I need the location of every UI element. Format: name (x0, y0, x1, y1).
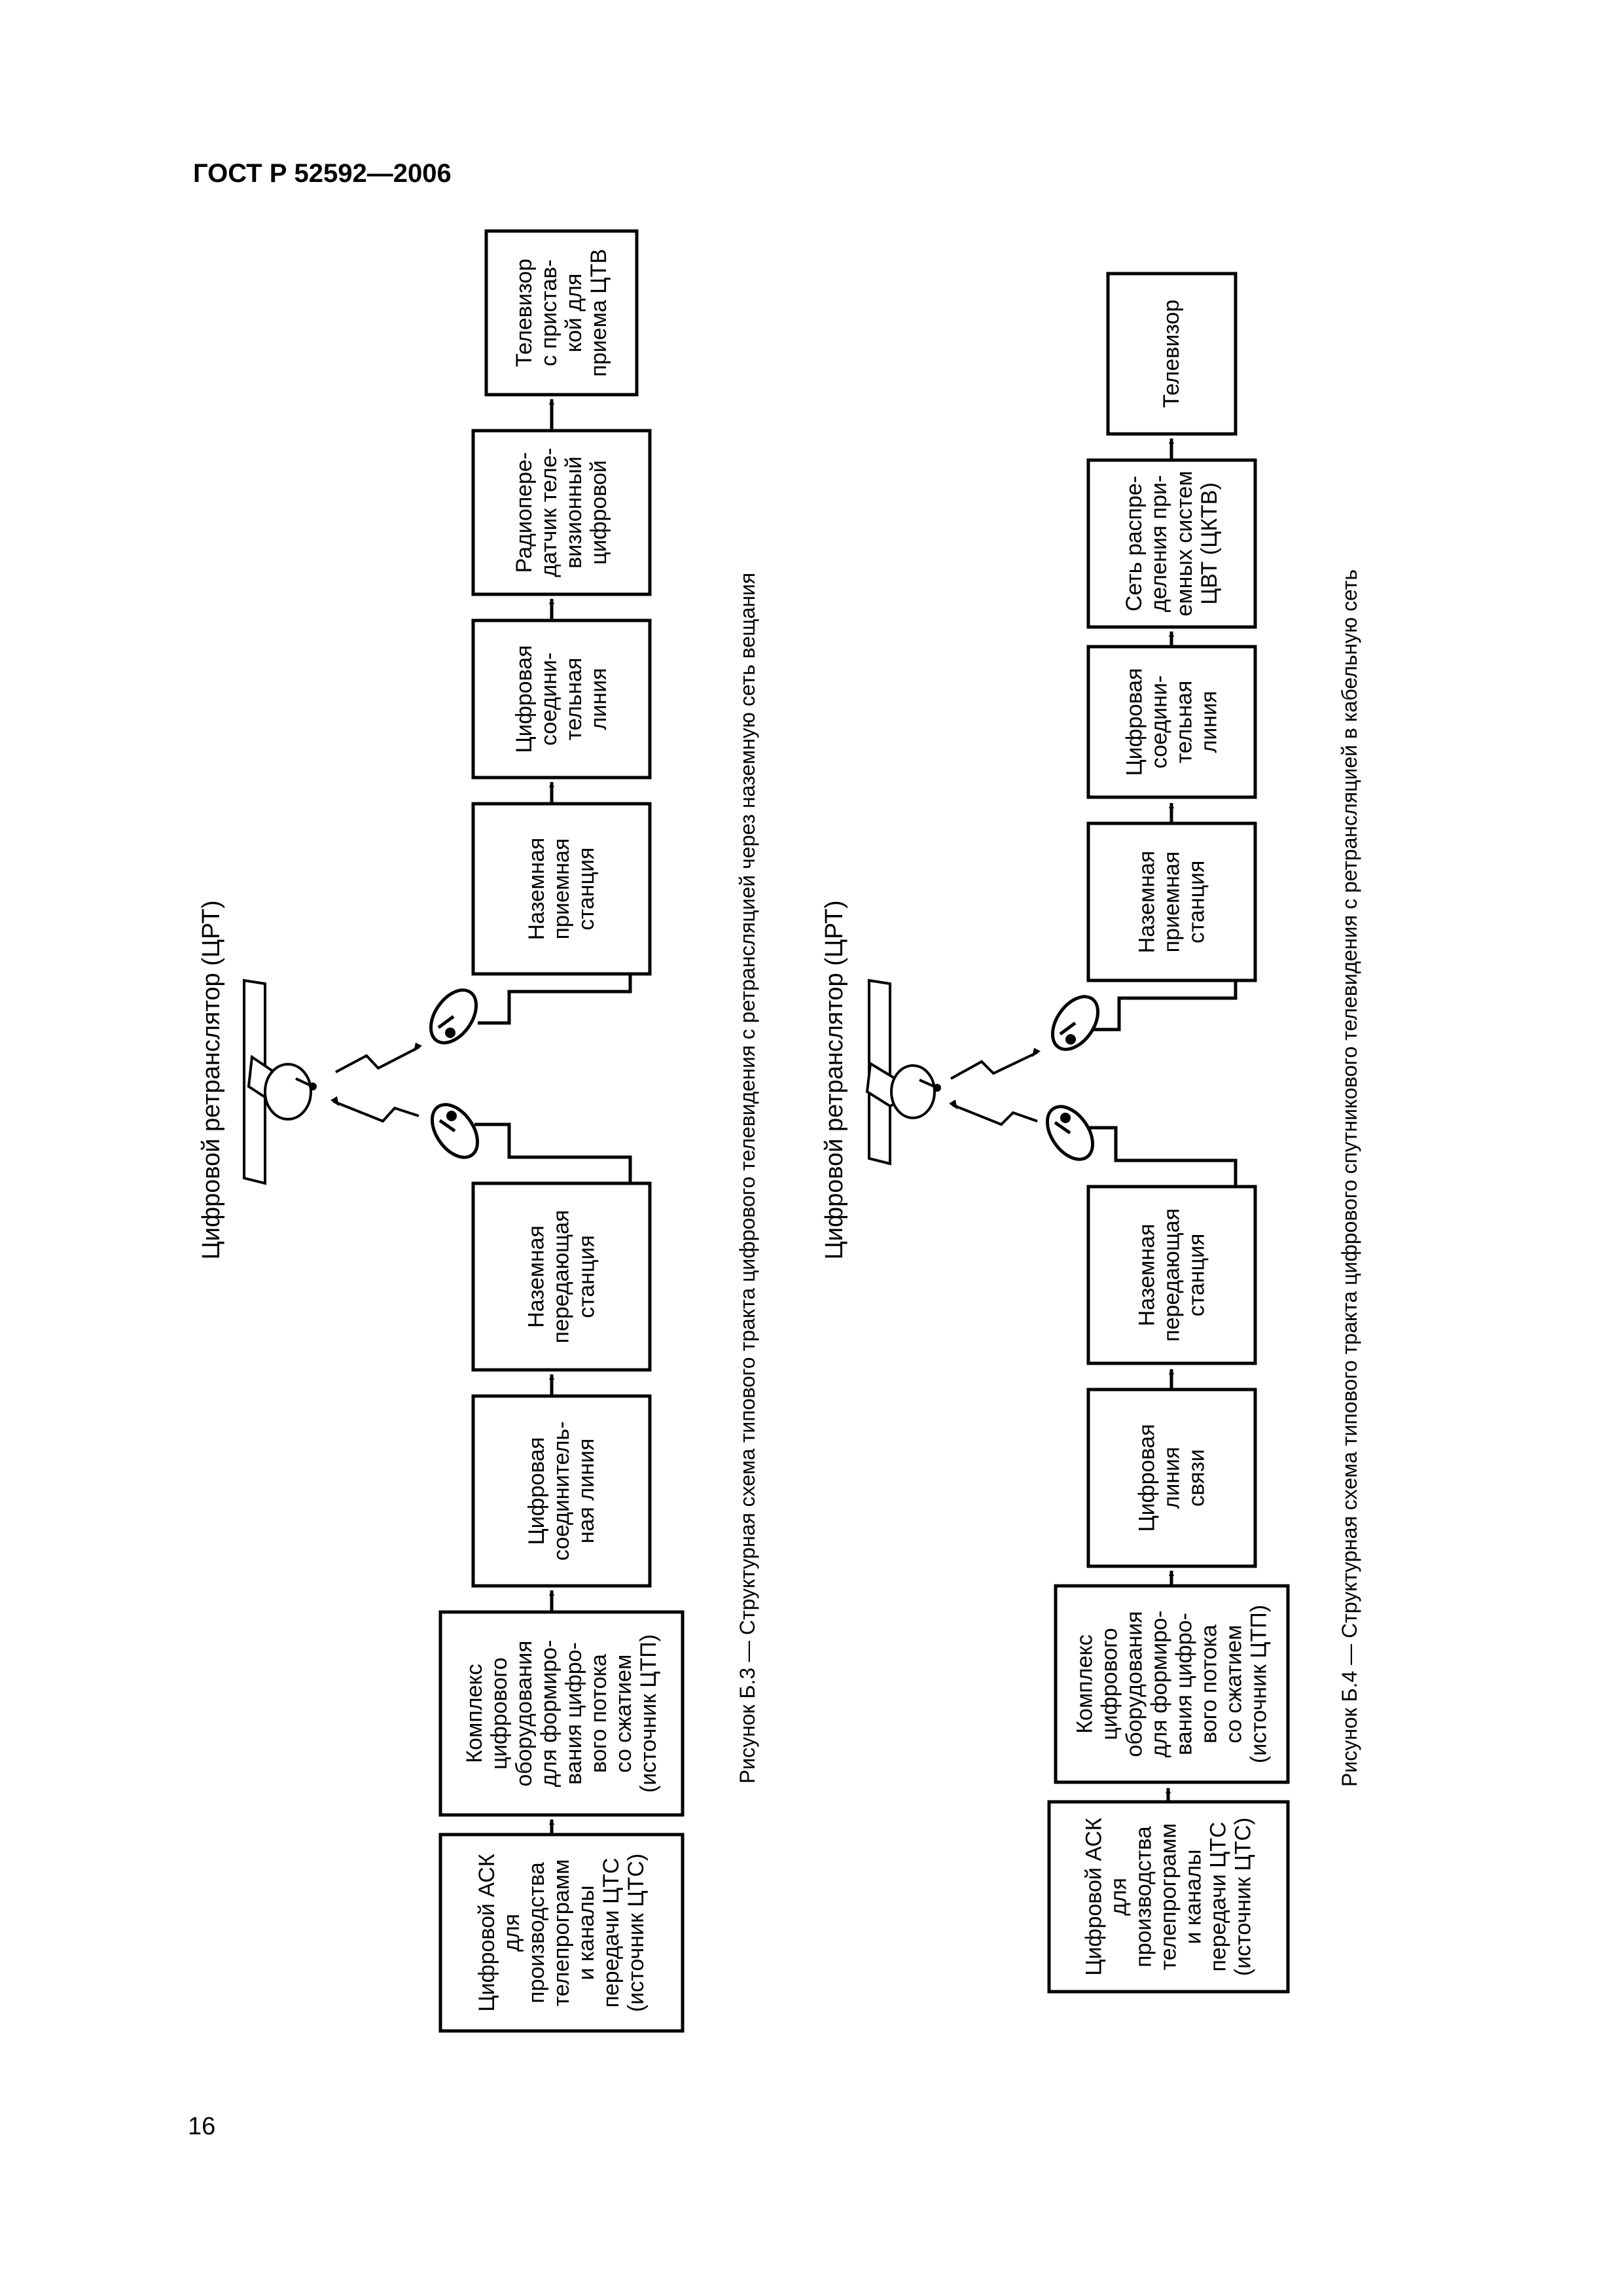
b4-block-label-text: Комплекс цифрового оборудования для форм… (1072, 1604, 1272, 1764)
b3-block-label-text: Наземная приемная станция (524, 837, 599, 941)
b4-block-label-text: Наземная передающая станция (1134, 1208, 1209, 1342)
b4-block-label: Наземная приемная станция (1134, 850, 1209, 954)
b4-block-label: Комплекс цифрового оборудования для форм… (1072, 1604, 1272, 1764)
b3-uplink-feed (474, 1122, 632, 1183)
b3-block-label: Наземная приемная станция (524, 837, 599, 941)
b4-downlink-dish-icon (1050, 995, 1100, 1051)
b4-block-label: Наземная передающая станция (1134, 1208, 1209, 1342)
b3-block-transmitter (471, 429, 652, 596)
b4-block-compression (1054, 1584, 1290, 1784)
b4-downlink-feed (1092, 980, 1238, 1031)
b3-block-label-text: Наземная передающая станция (524, 1210, 599, 1344)
figure-b4 (865, 272, 1290, 1994)
b3-block-label: Радиопере- датчик теле- визионный цифров… (511, 448, 612, 577)
b3-block-link (471, 1394, 652, 1588)
b3-block-label: Цифровая соединитель- ная линия (524, 1421, 599, 1561)
b4-block-label-text: Цифровая соедини- тельная линия (1122, 668, 1222, 776)
b3-block-uplink-station (471, 1181, 652, 1372)
b3-satellite-label: Цифровой ретранслятор (ЦРТ) (198, 900, 225, 1259)
b4-caption: Рисунок Б.4 — Структурная схема типового… (1338, 569, 1361, 1787)
b3-block-label-text: Радиопере- датчик теле- визионный цифров… (511, 448, 612, 577)
b3-caption: Рисунок Б.3 — Структурная схема типового… (736, 573, 759, 1784)
b4-block-label: Цифровая соедини- тельная линия (1122, 668, 1222, 776)
page-number: 16 (188, 2113, 216, 2140)
b3-block-link2 (471, 619, 652, 780)
b4-block-label: Сеть распре- деления при- емных систем Ц… (1122, 471, 1222, 617)
b3-block-label-text: Цифровая соединитель- ная линия (524, 1421, 599, 1561)
b3-block-label-text: Цифровой АСК для производства телепрогра… (474, 1853, 649, 2013)
b3-uplink-dish-icon (430, 1103, 480, 1159)
b4-satellite-icon (865, 978, 941, 1166)
b4-block-label: Телевизор (1159, 299, 1185, 408)
b4-downlink-signal-icon (950, 1051, 1038, 1080)
b3-block-label-text: Телевизор с пристав- кой для приема ЦТВ (511, 249, 612, 377)
b4-uplink-dish-icon (1045, 1105, 1095, 1161)
b4-block-source-cts (1047, 1800, 1290, 1994)
b4-block-label: Цифровая линия связи (1134, 1424, 1209, 1532)
b3-satellite-icon (243, 978, 317, 1185)
b4-block-label-text: Телевизор (1159, 299, 1185, 408)
b4-block-tv (1106, 272, 1238, 436)
b3-downlink-signal-icon (335, 1046, 419, 1073)
b3-uplink-signal-icon (333, 1100, 419, 1123)
b3-block-label: Телевизор с пристав- кой для приема ЦТВ (511, 249, 612, 377)
b3-block-receive-station (471, 802, 652, 976)
b4-block-receive-station (1086, 821, 1257, 982)
b3-block-label: Наземная передающая станция (524, 1210, 599, 1344)
b3-block-label: Цифровая соедини- тельная линия (511, 645, 612, 753)
b4-block-label-text: Наземная приемная станция (1134, 850, 1209, 954)
b4-block-label-text: Цифровой АСК для производства телепрогра… (1081, 1817, 1256, 1977)
b3-block-label: Цифровой АСК для производства телепрогра… (474, 1853, 649, 2013)
figure-b3 (243, 229, 685, 2033)
b4-uplink-feed (1090, 1126, 1238, 1187)
b3-block-label: Комплекс цифрового оборудования для форм… (461, 1634, 662, 1793)
document-header: ГОСТ Р 52592—2006 (193, 159, 452, 188)
b4-block-label: Цифровой АСК для производства телепрогра… (1081, 1817, 1256, 1977)
b3-block-source-cts (438, 1833, 685, 2033)
b3-block-compression (438, 1610, 685, 1817)
b4-uplink-signal-icon (952, 1103, 1038, 1126)
b3-downlink-dish-icon (429, 988, 478, 1045)
b4-satellite-label: Цифровой ретранслятор (ЦРТ) (821, 900, 848, 1259)
b4-block-cable-network (1086, 458, 1257, 629)
b3-downlink-feed (478, 974, 632, 1025)
b4-block-uplink-station (1086, 1185, 1257, 1365)
b3-block-tv (484, 229, 639, 397)
b4-block-label-text: Сеть распре- деления при- емных систем Ц… (1122, 471, 1222, 617)
b4-block-label-text: Цифровая линия связи (1134, 1424, 1209, 1532)
b3-block-label-text: Цифровая соедини- тельная линия (511, 645, 612, 753)
b3-block-label-text: Комплекс цифрового оборудования для форм… (461, 1634, 662, 1793)
